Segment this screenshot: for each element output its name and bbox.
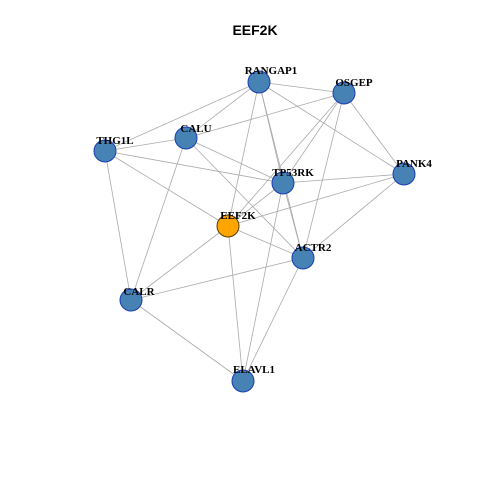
edge-rangap1-calu [185, 81, 260, 139]
edge-rangap1-osgep [258, 81, 345, 94]
edge-eef2k-calr [130, 225, 229, 301]
edge-osgep-eef2k [227, 92, 345, 227]
edge-pank4-tp53rk [282, 173, 405, 184]
edge-tp53rk-elavl1 [242, 182, 284, 382]
edge-osgep-pank4 [343, 92, 405, 175]
edge-actr2-calr [130, 257, 304, 301]
node-label-calu: CALU [180, 123, 211, 135]
edge-osgep-tp53rk [282, 92, 345, 184]
edge-actr2-elavl1 [242, 257, 304, 382]
edge-thg1l-tp53rk [104, 150, 284, 184]
node-layer [93, 70, 416, 393]
edge-rangap1-actr2 [258, 81, 304, 259]
node-calu[interactable] [174, 126, 198, 150]
edge-osgep-actr2 [302, 92, 345, 259]
node-thg1l[interactable] [93, 139, 117, 163]
node-label-rangap1: RANGAP1 [245, 65, 298, 77]
edge-pank4-eef2k [227, 173, 405, 227]
node-label-elavl1: ELAVL1 [233, 364, 275, 376]
node-elavl1[interactable] [231, 369, 255, 393]
edge-thg1l-eef2k [104, 150, 229, 227]
node-label-calr: CALR [123, 286, 155, 298]
node-calr[interactable] [119, 288, 143, 312]
edge-calu-tp53rk [185, 137, 284, 184]
node-pank4[interactable] [392, 162, 416, 186]
edge-thg1l-calr [104, 150, 132, 301]
node-label-tp53rk: TP53RK [272, 167, 314, 179]
edge-calr-elavl1 [130, 299, 244, 382]
node-tp53rk[interactable] [271, 171, 295, 195]
node-label-actr2: ACTR2 [295, 242, 332, 254]
edge-eef2k-actr2 [227, 225, 304, 259]
node-osgep[interactable] [332, 81, 356, 105]
edge-calu-actr2 [185, 137, 304, 259]
edge-calu-thg1l [104, 137, 187, 152]
edge-eef2k-elavl1 [227, 225, 244, 382]
node-eef2k[interactable] [216, 214, 240, 238]
edge-rangap1-pank4 [258, 81, 405, 175]
edge-pank4-actr2 [302, 173, 405, 259]
figure-title: EEF2K [232, 22, 277, 38]
node-rangap1[interactable] [247, 70, 271, 94]
edge-osgep-calu [185, 92, 345, 139]
node-label-eef2k: EEF2K [220, 210, 256, 222]
node-actr2[interactable] [291, 246, 315, 270]
node-label-pank4: PANK4 [396, 158, 432, 170]
node-label-thg1l: THG1L [96, 135, 133, 147]
edge-rangap1-thg1l [104, 81, 260, 152]
edge-calu-calr [130, 137, 187, 301]
edge-tp53rk-actr2 [282, 182, 304, 259]
node-label-osgep: OSGEP [335, 77, 373, 89]
edge-layer [104, 81, 405, 382]
edge-rangap1-eef2k [227, 81, 260, 227]
edge-tp53rk-eef2k [227, 182, 284, 227]
